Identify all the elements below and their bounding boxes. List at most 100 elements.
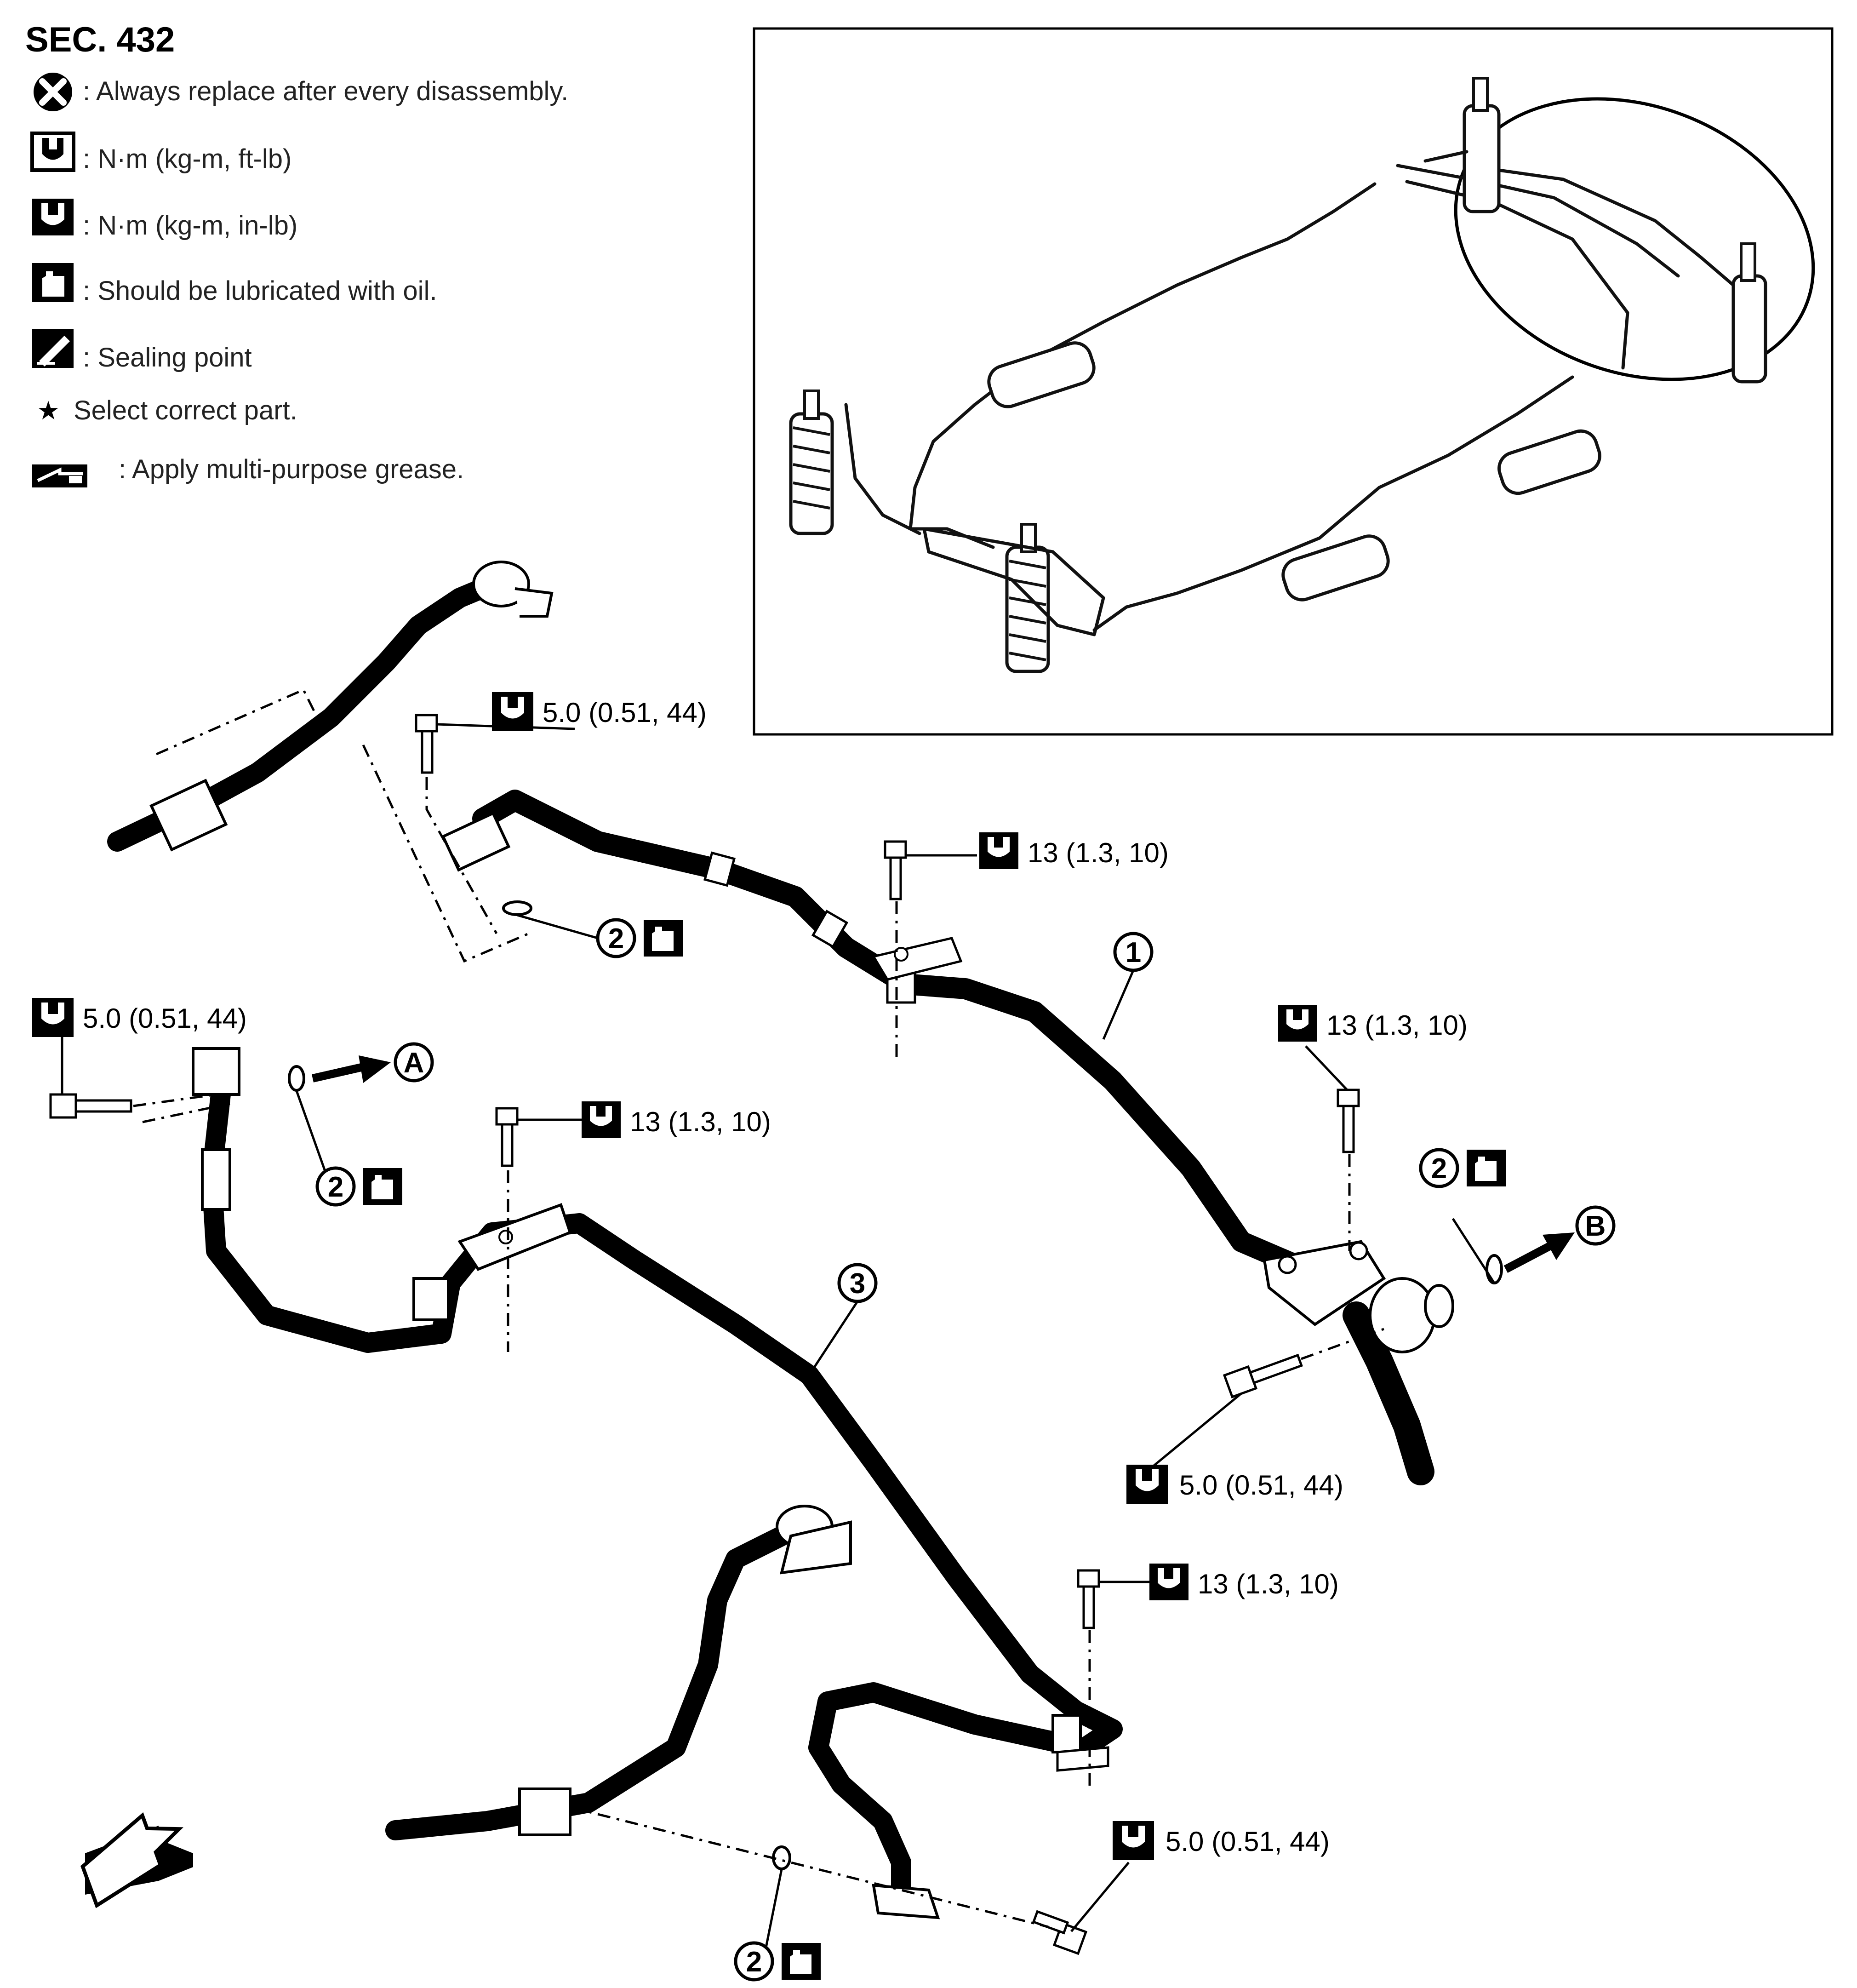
legend-text-sealing: : Sealing point — [83, 343, 252, 372]
torque-value-lower-center: 13 (1.3, 10) — [1198, 1569, 1339, 1599]
leader-torque-lower-right — [1070, 1862, 1130, 1932]
part-number-2-a: 2 — [328, 1171, 343, 1203]
part-number-1: 1 — [1126, 937, 1141, 968]
centerline-lower — [570, 1806, 1049, 1928]
bolt-lower-right — [1032, 1910, 1088, 1955]
torque-callout-lower-right: 5.0 (0.51, 44) — [1113, 1821, 1330, 1860]
o-ring-upper — [502, 900, 532, 916]
connection-marker-a: A — [394, 1042, 434, 1083]
front-shock-left — [789, 390, 834, 535]
bolt-upper-left — [415, 714, 438, 774]
torque-value-upper-center: 13 (1.3, 10) — [1028, 837, 1169, 868]
hydraulic-pipe-part-1 — [441, 790, 1316, 1280]
oil-can-icon — [363, 1168, 402, 1205]
marker-a-label: A — [404, 1047, 424, 1079]
leader-torque-right — [1305, 1045, 1348, 1091]
part-callout-2-upper: 2 — [596, 918, 683, 958]
legend-text-oil: : Should be lubricated with oil. — [83, 276, 437, 306]
marker-b-label: B — [1585, 1210, 1606, 1242]
part-number-3: 3 — [850, 1268, 865, 1300]
torque-callout-upper-center: 13 (1.3, 10) — [979, 832, 1169, 869]
bolt-lower-center — [1077, 1569, 1100, 1629]
hydraulic-pipe-part-3 — [192, 1047, 1123, 1767]
bolt-left-a — [49, 1093, 132, 1119]
oil-can-icon — [782, 1943, 821, 1980]
section-title: SEC. 432 — [25, 20, 175, 59]
part-callout-1: 1 — [1113, 932, 1154, 972]
front-shock-right — [1005, 523, 1050, 673]
front-direction-arrow-icon — [80, 1812, 193, 1908]
pipe-3-lower-bend — [808, 1682, 1109, 1919]
part-callout-2-lower: 2 — [734, 1941, 821, 1982]
torque-wrench-ftlb-icon — [1149, 1564, 1188, 1600]
leader-o-ring-lower — [764, 1869, 783, 1950]
torque-wrench-inlb-icon — [1113, 1821, 1154, 1860]
part-callout-2-b: 2 — [1419, 1148, 1506, 1188]
star-icon: ★ — [37, 396, 60, 425]
torque-wrench-ftlb-icon — [979, 832, 1018, 869]
rear-shock-right — [1731, 242, 1767, 384]
torque-value-a: 5.0 (0.51, 44) — [83, 1003, 247, 1034]
part-number-2-b: 2 — [1431, 1153, 1447, 1185]
torque-wrench-ftlb-icon — [30, 132, 75, 172]
torque-wrench-ftlb-icon — [582, 1101, 621, 1138]
replace-x-icon — [34, 73, 72, 111]
part-number-2-upper: 2 — [608, 923, 624, 955]
rear-hose-lower — [385, 1505, 852, 1840]
oil-can-icon — [1467, 1150, 1506, 1186]
legend-text-grease: : Apply multi-purpose grease. — [119, 454, 464, 484]
legend-text-torque-inlb: : N·m (kg-m, in-lb) — [83, 211, 297, 241]
part-number-2-lower: 2 — [746, 1946, 762, 1978]
oil-can-icon — [32, 263, 74, 302]
vehicle-overview-inset — [753, 27, 1834, 736]
part-callout-2-a: 2 — [315, 1166, 402, 1207]
leader-o-ring-b — [1451, 1218, 1496, 1284]
sealing-point-icon — [32, 329, 74, 368]
torque-callout-upper-left: 5.0 (0.51, 44) — [492, 692, 707, 731]
centerline-upper-left — [425, 777, 498, 934]
torque-value-upper-left: 5.0 (0.51, 44) — [543, 697, 707, 728]
legend-text-select-part: Select correct part. — [74, 395, 297, 425]
connection-marker-b: B — [1575, 1205, 1616, 1246]
leader-part-3 — [808, 1301, 859, 1376]
arrow-to-b — [1503, 1232, 1575, 1273]
accumulator-right-upper — [1497, 429, 1601, 495]
leader-part-1 — [1102, 970, 1135, 1040]
bolt-upper-center — [884, 840, 907, 900]
torque-wrench-ftlb-icon — [1278, 1005, 1317, 1042]
leader-o-ring-upper — [517, 914, 598, 940]
arrow-to-a — [312, 1055, 391, 1083]
part-callout-3: 3 — [837, 1263, 878, 1303]
legend-text-torque-ftlb: : N·m (kg-m, ft-lb) — [83, 144, 291, 174]
torque-wrench-inlb-icon — [1126, 1465, 1168, 1504]
o-ring-a — [288, 1065, 305, 1092]
torque-wrench-inlb-icon — [32, 199, 74, 235]
leader-torque-right-angled — [1148, 1392, 1242, 1470]
torque-value-middle-left: 13 (1.3, 10) — [630, 1106, 771, 1137]
torque-callout-a: 5.0 (0.51, 44) — [32, 998, 247, 1037]
legend-text-replace: : Always replace after every disassembly… — [83, 76, 568, 106]
rear-shock-left — [1463, 77, 1501, 213]
bolt-middle-left — [495, 1107, 519, 1167]
torque-value-right: 13 (1.3, 10) — [1326, 1010, 1468, 1041]
torque-callout-right: 13 (1.3, 10) — [1278, 1005, 1468, 1042]
o-ring-b — [1486, 1254, 1503, 1284]
bolt-right — [1337, 1089, 1360, 1153]
pipe-1-right-fitting — [1263, 1240, 1454, 1485]
accumulator-left — [987, 341, 1096, 408]
torque-callout-lower-center: 13 (1.3, 10) — [1149, 1564, 1339, 1600]
centerline-bolt-a — [133, 1093, 217, 1107]
grease-icon — [32, 464, 87, 487]
torque-callout-middle-left: 13 (1.3, 10) — [582, 1101, 771, 1138]
oil-can-icon — [644, 920, 683, 957]
detail-bracket-top — [155, 688, 319, 756]
torque-value-lower-right: 5.0 (0.51, 44) — [1166, 1826, 1330, 1857]
front-hose-upper-left — [107, 561, 554, 852]
torque-wrench-inlb-icon — [32, 998, 74, 1037]
bolt-right-angled — [1223, 1353, 1303, 1398]
accumulator-right-lower — [1281, 534, 1390, 602]
leader-o-ring-a — [295, 1090, 328, 1175]
torque-callout-right-angled: 5.0 (0.51, 44) — [1126, 1465, 1343, 1504]
detail-bracket-left — [362, 744, 529, 963]
